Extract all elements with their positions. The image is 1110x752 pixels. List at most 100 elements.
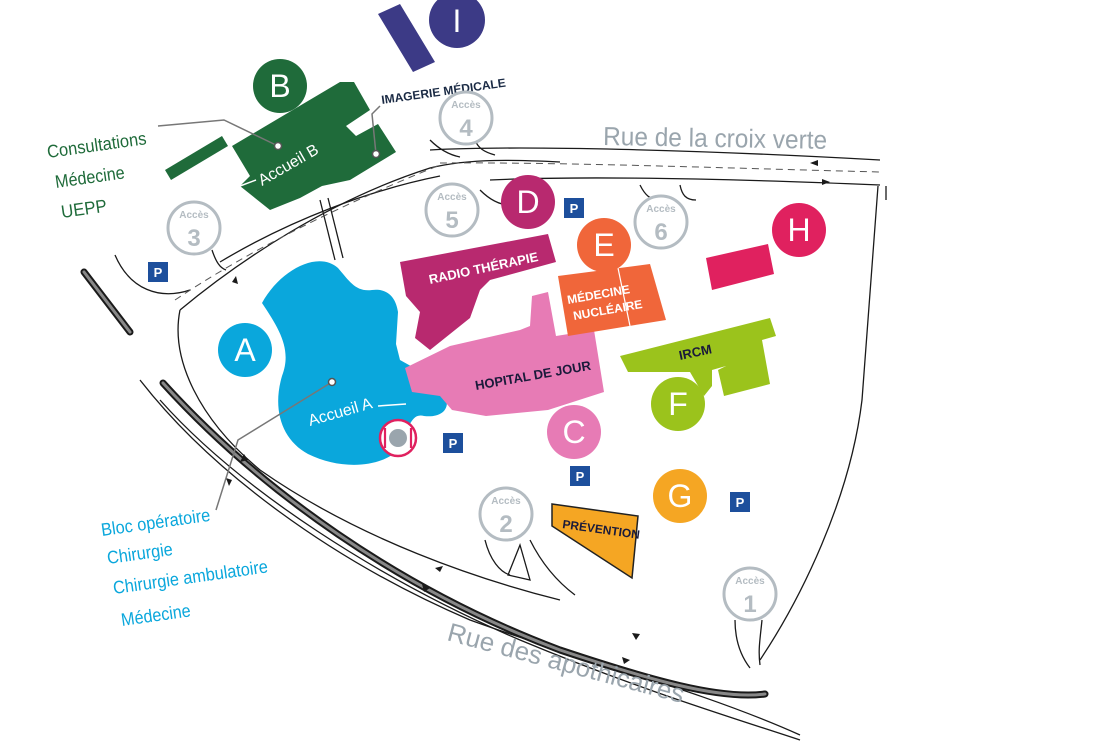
direction-arrows	[226, 160, 830, 664]
badge-h-circle[interactable]	[772, 203, 826, 257]
access-4-circle[interactable]	[438, 90, 494, 146]
badge-f[interactable]: F	[651, 377, 705, 431]
access-4-number: 4	[459, 115, 473, 142]
building-g[interactable]	[551, 503, 639, 580]
access-6-number: 6	[654, 219, 667, 246]
restaurant-icon-plate	[389, 429, 407, 447]
building-a[interactable]	[262, 261, 447, 465]
badge-b-circle[interactable]	[253, 59, 307, 113]
building-b-annex	[165, 136, 228, 180]
services-b-line-1: Consultations	[46, 128, 148, 162]
highway-north-segment-inner	[82, 270, 132, 334]
access-2-number: 2	[499, 511, 512, 538]
road-connector-ab-2	[327, 197, 344, 259]
highway	[80, 268, 769, 699]
road-access3-loop	[114, 254, 191, 295]
building-e-divider	[617, 267, 631, 327]
leader-b-reception	[239, 179, 257, 187]
access-1-circle[interactable]	[722, 566, 778, 622]
building-g-shape[interactable]	[551, 503, 639, 580]
road-access3-stub	[211, 249, 227, 271]
parking-icons: P P P P P	[148, 198, 750, 512]
badge-e-letter: E	[593, 227, 614, 263]
parking-a-box[interactable]	[443, 433, 463, 453]
dash-croix-verte	[439, 162, 881, 173]
badge-c-circle[interactable]	[547, 405, 601, 459]
building-d[interactable]	[400, 234, 556, 350]
building-d-shape[interactable]	[400, 234, 556, 350]
access-5[interactable]: Accès 5	[424, 182, 480, 238]
parking-west-box[interactable]	[148, 262, 168, 282]
parking-d-label: P	[570, 201, 579, 216]
road-west-inner	[177, 309, 561, 601]
badge-h[interactable]: H	[772, 203, 826, 257]
parking-icon[interactable]: P	[564, 198, 584, 218]
badge-d[interactable]: D	[501, 175, 555, 229]
road-west-outer	[139, 379, 801, 736]
access-2-circle[interactable]	[478, 486, 534, 542]
parking-icon[interactable]: P	[443, 433, 463, 453]
building-i[interactable]	[378, 4, 435, 72]
building-i-shape[interactable]	[378, 4, 435, 72]
badge-a[interactable]: A	[218, 323, 272, 377]
access-2-word: Accès	[491, 496, 521, 507]
building-f-shape[interactable]	[620, 318, 776, 396]
access-3-circle[interactable]	[166, 200, 222, 256]
parking-g-box[interactable]	[730, 492, 750, 512]
access-1[interactable]: Accès 1	[722, 566, 778, 622]
building-b[interactable]	[165, 82, 396, 210]
building-a-shape[interactable]	[262, 261, 447, 465]
badge-f-letter: F	[668, 386, 688, 422]
access-6-circle[interactable]	[633, 194, 689, 250]
arrow-3	[232, 276, 238, 284]
road-access2-stub-a	[484, 539, 511, 576]
building-c-shape[interactable]	[405, 292, 604, 416]
badge-a-circle[interactable]	[218, 323, 272, 377]
badge-g-circle[interactable]	[653, 469, 707, 523]
badge-h-letter: H	[787, 212, 810, 248]
badge-i[interactable]: I	[429, 0, 485, 48]
building-h-shape[interactable]	[706, 244, 774, 290]
badge-a-letter: A	[234, 332, 256, 368]
leader-a-services	[215, 381, 333, 511]
parking-d-box[interactable]	[564, 198, 584, 218]
access-3[interactable]: Accès 3	[166, 200, 222, 256]
road-access1-stub-2	[758, 619, 763, 666]
access-6-word: Accès	[646, 204, 676, 215]
badge-f-circle[interactable]	[651, 377, 705, 431]
building-e-shape[interactable]	[558, 264, 666, 336]
building-h[interactable]	[706, 244, 774, 290]
road-centre-lines	[174, 162, 881, 301]
badge-b[interactable]: B	[253, 59, 307, 113]
parking-icon[interactable]: P	[148, 262, 168, 282]
badge-i-letter: I	[453, 3, 462, 39]
badge-e-circle[interactable]	[577, 218, 631, 272]
access-6[interactable]: Accès 6	[633, 194, 689, 250]
badge-e[interactable]: E	[577, 218, 631, 272]
badge-g[interactable]: G	[653, 469, 707, 523]
leader-i-imagerie	[371, 105, 381, 155]
access-3-word: Accès	[179, 210, 209, 221]
access-5-circle[interactable]	[424, 182, 480, 238]
access-1-word: Accès	[735, 576, 765, 587]
building-c[interactable]	[405, 292, 604, 416]
building-e[interactable]	[558, 264, 666, 336]
building-b-shape[interactable]	[232, 82, 396, 210]
road-east-edge-1	[759, 185, 879, 661]
parking-icon[interactable]: P	[570, 466, 590, 486]
badge-d-circle[interactable]	[501, 175, 555, 229]
parking-icon[interactable]: P	[730, 492, 750, 512]
building-f[interactable]	[620, 318, 776, 396]
leader-a-dot	[327, 377, 337, 387]
access-5-number: 5	[445, 207, 458, 234]
badge-c[interactable]: C	[547, 405, 601, 459]
access-2[interactable]: Accès 2	[478, 486, 534, 542]
restaurant-icon[interactable]	[378, 418, 418, 458]
parking-c-box[interactable]	[570, 466, 590, 486]
road-access2-triangle	[507, 542, 531, 581]
services-b: Consultations Médecine UEPP	[46, 128, 148, 222]
access-4[interactable]: Accès 4	[438, 90, 494, 146]
building-f-name: IRCM	[678, 341, 714, 363]
badge-i-circle[interactable]	[429, 0, 485, 48]
